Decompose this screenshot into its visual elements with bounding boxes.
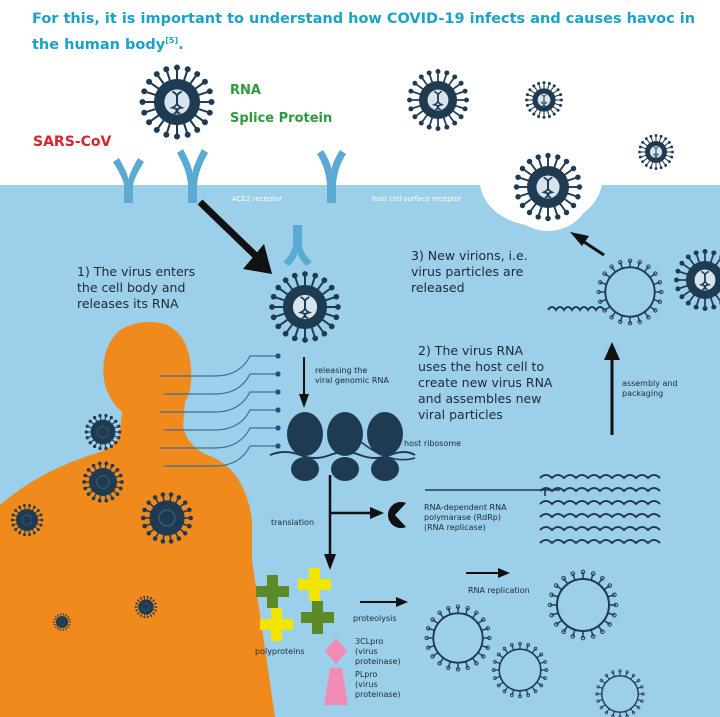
step-3-text: 3) New virions, i.e. virus particles are…: [411, 248, 528, 295]
plpro-proteinase: [324, 668, 348, 705]
rna-wave-lines: [539, 306, 661, 545]
polyproteins: [256, 568, 334, 641]
plpro-label: PLpro (virus proteinase): [355, 670, 401, 699]
proteolysis-label: proteolysis: [353, 614, 397, 623]
host-receptor-label: host cell-surface receptor: [372, 195, 462, 203]
ace2-receptor-label: ACE2 receptor: [232, 195, 283, 203]
translation-label: translation: [271, 518, 315, 527]
virus-particle: [138, 63, 216, 141]
3clpro-label: 3CLpro (virus proteinase): [355, 637, 401, 666]
rdrp-label: RNA-dependent RNA polymarase (RdRp) (RNA…: [424, 503, 507, 532]
3clpro-proteinase: [325, 638, 347, 664]
releasing-rna-label: releasing the viral genomic RNA: [315, 366, 389, 385]
rna-bristle-lines: [160, 353, 281, 467]
rna-label: RNA: [230, 83, 261, 98]
host-ribosome-label: host ribosome: [404, 439, 462, 448]
virus-particle: [406, 68, 470, 132]
human-arm: [252, 560, 275, 717]
host-ribosomes: [269, 412, 416, 481]
flow-arrows: [197, 199, 620, 607]
rdrp-icon: [388, 502, 406, 528]
virus-particle: [524, 80, 564, 120]
splice-protein-label: Splice Protein: [230, 111, 333, 126]
page-title: For this, it is important to understand …: [32, 11, 696, 53]
polyproteins-label: polyproteins: [255, 647, 305, 656]
ace2-receptors: [113, 149, 346, 266]
assembly-packaging-label: assembly and packaging: [622, 379, 678, 398]
sars-cov-label: SARS-CoV: [33, 134, 112, 150]
step-1-text: 1) The virus enters the cell body and re…: [77, 264, 196, 311]
rna-replication-label: RNA replication: [468, 586, 530, 595]
virus-particle: [637, 133, 675, 171]
virus-particles: [10, 63, 720, 632]
step-2-text: 2) The virus RNA uses the host cell to c…: [418, 343, 553, 422]
